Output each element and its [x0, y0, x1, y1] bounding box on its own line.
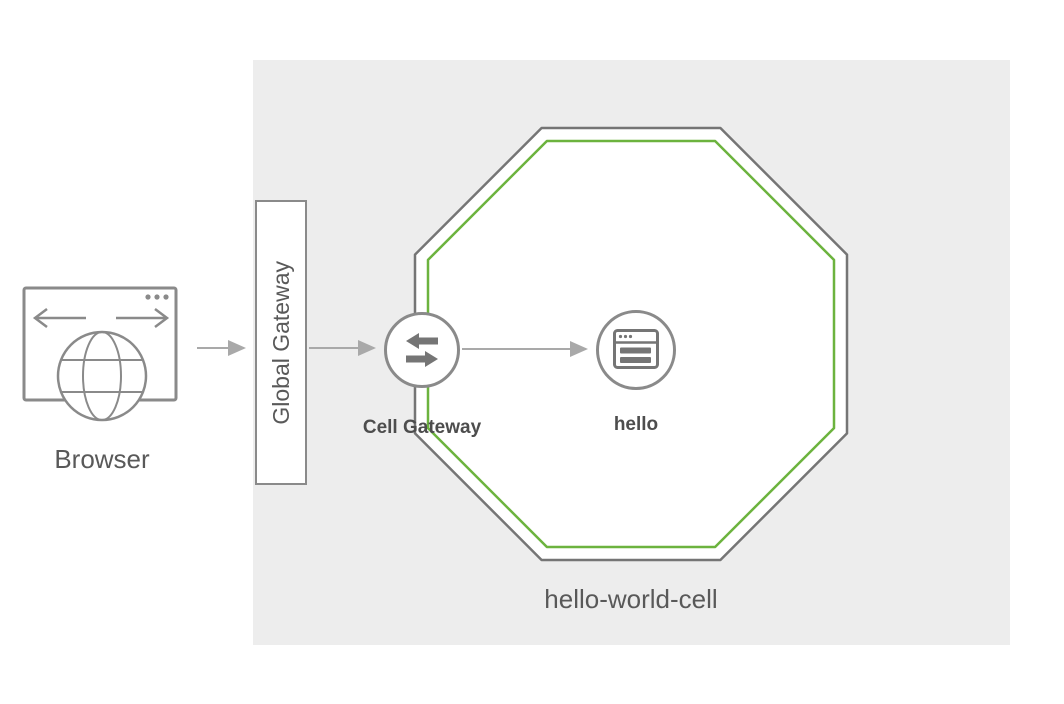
app-window-dots [618, 334, 633, 339]
global-gateway-box: Global Gateway [255, 200, 307, 485]
cell-name-label: hello-world-cell [544, 584, 718, 614]
cell-gateway-label: Cell Gateway [362, 417, 482, 438]
global-gateway-label: Global Gateway [267, 260, 294, 425]
browser-window-dots [145, 294, 169, 300]
cell-gateway-node [384, 312, 460, 388]
hello-label: hello [613, 414, 659, 435]
swap-arrows-icon [406, 333, 438, 367]
back-forward-arrows-icon [32, 308, 170, 328]
browser-label: Browser [54, 444, 150, 474]
browser-globe-icon [22, 286, 178, 422]
app-window-rows [620, 347, 651, 363]
app-window-icon [613, 329, 659, 369]
globe-icon [56, 330, 148, 422]
hello-node [596, 310, 676, 390]
